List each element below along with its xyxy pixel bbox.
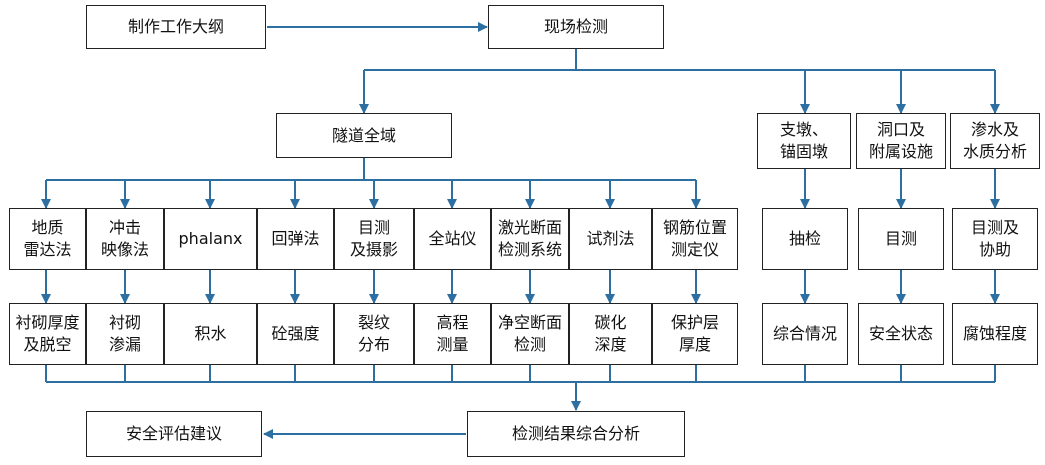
tunnel-label: 隧道全域 xyxy=(331,125,396,145)
branch-method-label: 抽检 xyxy=(788,229,821,248)
branch-title-label: 渗水及 水质分析 xyxy=(962,120,1027,161)
method-label: 目测 及摄影 xyxy=(349,218,398,259)
method-label: 钢筋位置 测定仪 xyxy=(662,218,727,259)
method-box: phalanx xyxy=(164,208,257,270)
result-label: 裂纹 分布 xyxy=(357,313,390,354)
branch-result-box: 综合情况 xyxy=(762,303,848,365)
branch-result-label: 腐蚀程度 xyxy=(962,324,1027,343)
method-label: 回弹法 xyxy=(271,229,320,248)
branch-method-label: 目测及 协助 xyxy=(970,218,1019,259)
branch-title-label: 洞口及 附属设施 xyxy=(868,120,933,161)
analysis-label: 检测结果综合分析 xyxy=(511,424,640,443)
outline-box: 制作工作大纲 xyxy=(86,5,266,49)
result-box: 衬砌 渗漏 xyxy=(86,303,164,365)
branch-title-box: 支墩、 锚固墩 xyxy=(757,113,851,169)
analysis-box: 检测结果综合分析 xyxy=(467,411,685,457)
branch-method-box: 目测 xyxy=(858,208,944,270)
method-label: 激光断面 检测系统 xyxy=(497,218,562,259)
branch-result-box: 安全状态 xyxy=(858,303,944,365)
result-box: 衬砌厚度 及脱空 xyxy=(9,303,86,365)
method-label: 冲击 映像法 xyxy=(100,218,149,259)
method-box: 钢筋位置 测定仪 xyxy=(652,208,738,270)
method-box: 冲击 映像法 xyxy=(86,208,164,270)
tunnel-box: 隧道全域 xyxy=(276,113,452,158)
method-label: 试剂法 xyxy=(586,229,635,248)
field-detection-label: 现场检测 xyxy=(543,17,608,36)
result-box: 积水 xyxy=(164,303,257,365)
method-label: 地质 雷达法 xyxy=(23,218,72,259)
result-label: 保护层 厚度 xyxy=(670,313,719,354)
method-box: 回弹法 xyxy=(257,208,334,270)
method-box: 激光断面 检测系统 xyxy=(491,208,569,270)
result-label: 碳化 深度 xyxy=(594,313,627,354)
branch-title-label: 支墩、 锚固墩 xyxy=(779,120,828,161)
result-box: 保护层 厚度 xyxy=(652,303,738,365)
method-label: phalanx xyxy=(178,229,243,248)
result-box: 净空断面 检测 xyxy=(491,303,569,365)
result-label: 砼强度 xyxy=(271,324,320,343)
method-box: 试剂法 xyxy=(569,208,652,270)
outline-label: 制作工作大纲 xyxy=(127,17,224,36)
branch-method-label: 目测 xyxy=(884,229,917,248)
result-label: 高程 测量 xyxy=(436,313,469,354)
branch-method-box: 抽检 xyxy=(762,208,848,270)
method-box: 地质 雷达法 xyxy=(9,208,86,270)
method-box: 全站仪 xyxy=(414,208,491,270)
suggestion-label: 安全评估建议 xyxy=(125,424,222,443)
result-label: 净空断面 检测 xyxy=(497,313,562,354)
branch-title-box: 洞口及 附属设施 xyxy=(856,113,946,169)
result-label: 积水 xyxy=(194,324,227,343)
method-label: 全站仪 xyxy=(428,229,477,248)
method-box: 目测 及摄影 xyxy=(334,208,414,270)
result-box: 裂纹 分布 xyxy=(334,303,414,365)
branch-result-box: 腐蚀程度 xyxy=(952,303,1038,365)
result-label: 衬砌厚度 及脱空 xyxy=(15,313,80,354)
suggestion-box: 安全评估建议 xyxy=(86,411,262,457)
result-box: 高程 测量 xyxy=(414,303,491,365)
result-box: 砼强度 xyxy=(257,303,334,365)
branch-title-box: 渗水及 水质分析 xyxy=(950,113,1040,169)
branch-result-label: 安全状态 xyxy=(868,324,933,343)
branch-method-box: 目测及 协助 xyxy=(952,208,1038,270)
result-label: 衬砌 渗漏 xyxy=(108,313,141,354)
result-box: 碳化 深度 xyxy=(569,303,652,365)
field-detection-box: 现场检测 xyxy=(488,5,664,49)
branch-result-label: 综合情况 xyxy=(772,324,837,343)
